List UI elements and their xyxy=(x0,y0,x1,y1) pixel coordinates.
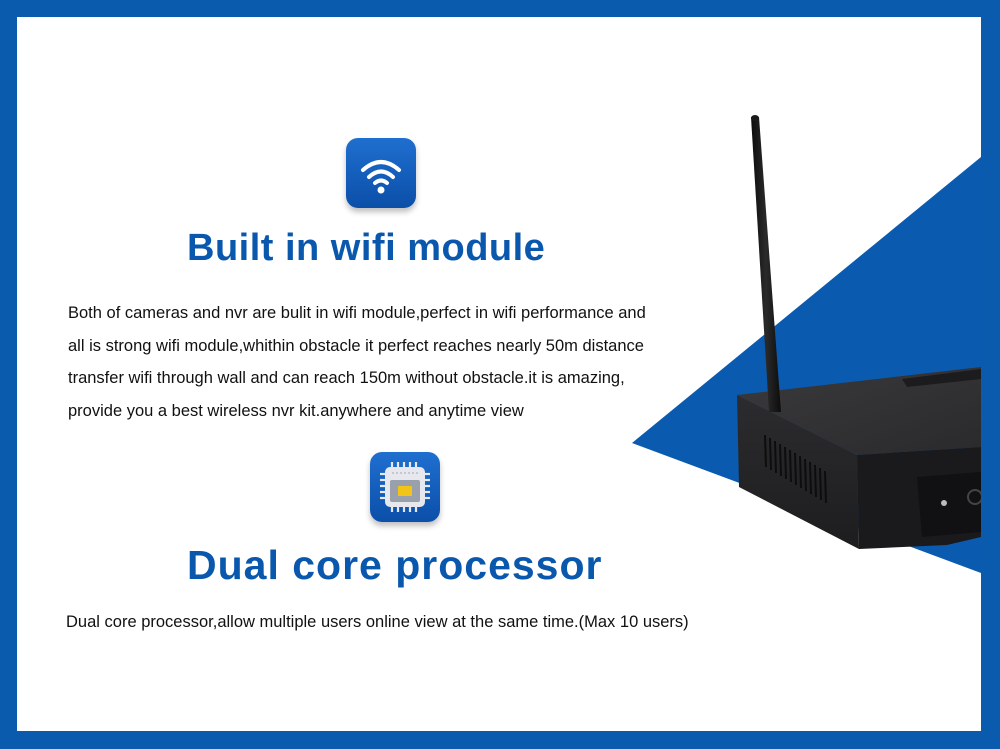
description-line: Both of cameras and nvr are bulit in wif… xyxy=(68,304,646,322)
wifi-icon xyxy=(361,160,401,194)
feature-title-processor: Dual core processor xyxy=(187,542,603,588)
cpu-icon-tile xyxy=(370,452,440,522)
nvr-device-image xyxy=(737,115,981,549)
description-line: Dual core processor,allow multiple users… xyxy=(66,613,689,631)
description-line: all is strong wifi module,whithin obstac… xyxy=(68,336,644,355)
content-panel: Built in wifi module Both of cameras and… xyxy=(17,17,981,731)
cpu-chip-icon xyxy=(380,462,430,512)
wifi-icon-tile xyxy=(346,138,416,208)
feature-description-wifi: Both of cameras and nvr are bulit in wif… xyxy=(68,297,646,428)
description-line: transfer wifi through wall and can reach… xyxy=(68,369,625,388)
feature-description-processor: Dual core processor,allow multiple users… xyxy=(66,613,689,632)
description-line: provide you a best wireless nvr kit.anyw… xyxy=(68,402,524,421)
feature-title-wifi: Built in wifi module xyxy=(187,227,546,269)
